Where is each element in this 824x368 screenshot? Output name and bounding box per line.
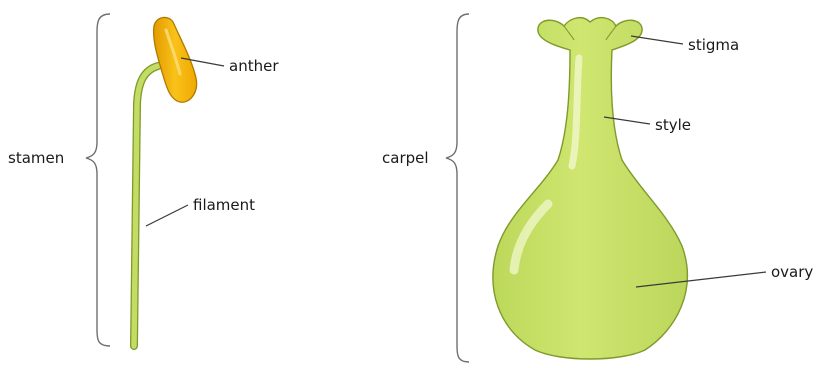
carpel-bracket — [446, 14, 469, 362]
stamen-bracket — [86, 14, 110, 346]
pistil — [493, 18, 687, 359]
stamen-group: stamen anther filament — [8, 14, 279, 346]
filament — [134, 66, 158, 346]
stamen-label: stamen — [8, 149, 64, 167]
filament-leader — [146, 205, 188, 226]
anther-label: anther — [229, 57, 279, 75]
ovary-label: ovary — [771, 263, 813, 281]
carpel-label: carpel — [382, 149, 429, 167]
stigma-label: stigma — [688, 36, 739, 54]
stigma-leader — [631, 36, 683, 44]
filament-label: filament — [193, 196, 255, 214]
style-label: style — [655, 116, 691, 134]
carpel-group: carpel stigma style ovary — [382, 14, 813, 362]
